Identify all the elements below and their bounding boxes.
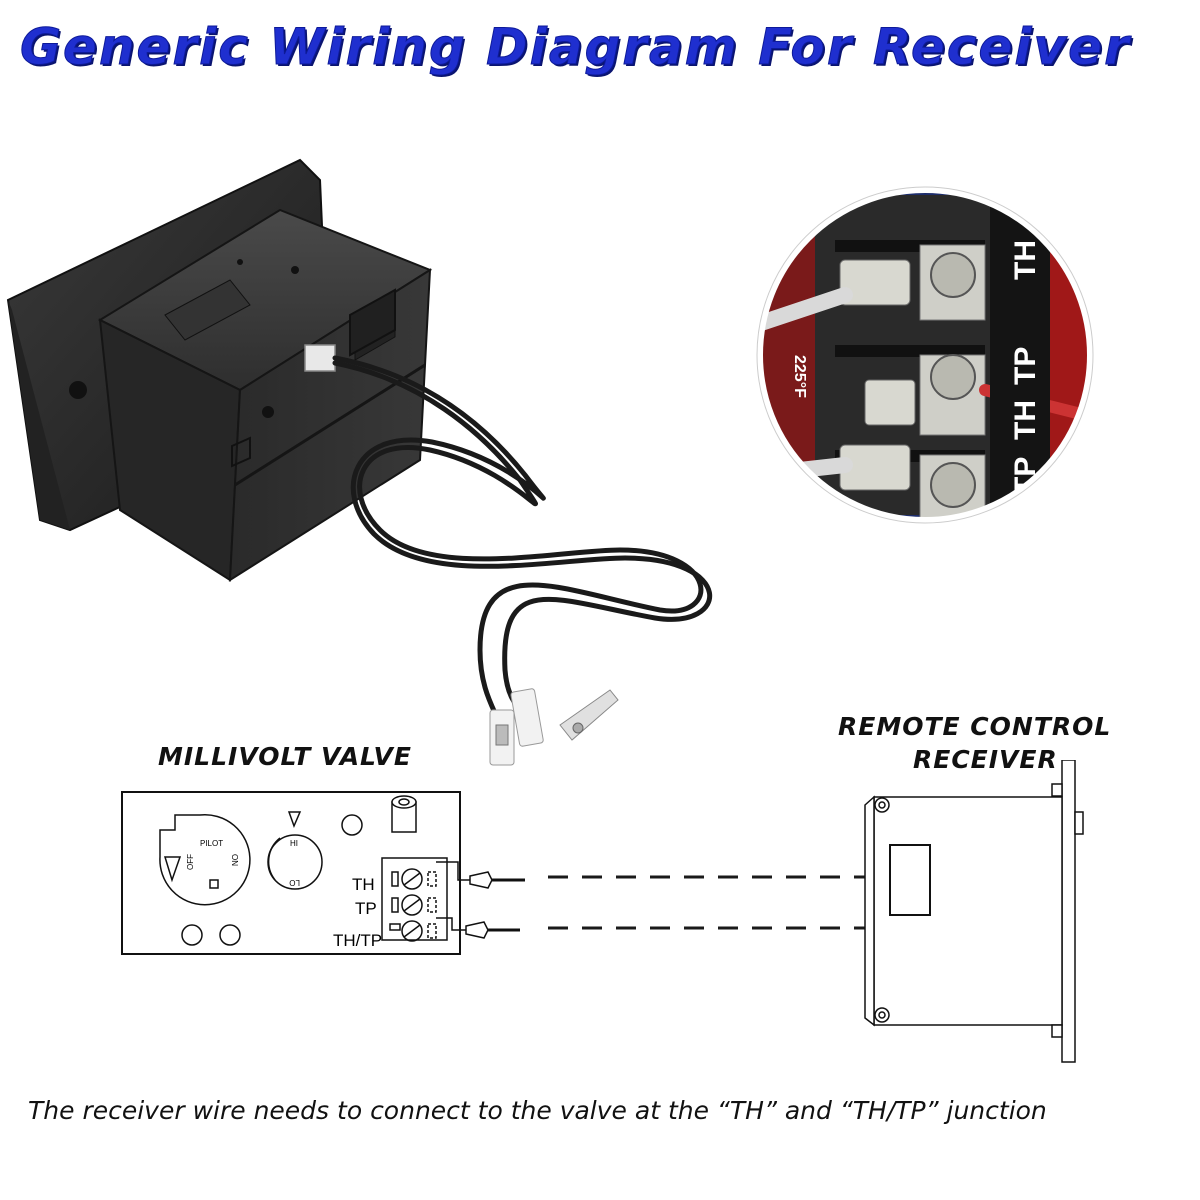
inset-label-tp-1: TP <box>1009 347 1042 385</box>
valve-mount-hole-left <box>181 924 203 946</box>
terminal-block-inset: TH TP TH TP 225°F <box>756 186 1094 524</box>
valve-mount-hole-right <box>219 924 241 946</box>
receiver-window <box>889 844 931 916</box>
receiver-heading-line2: RECEIVER <box>913 745 1058 774</box>
pilot-off-label: OFF <box>186 854 195 870</box>
valve-terminals <box>381 857 448 942</box>
pilot-tube-fitting <box>391 795 417 833</box>
pilot-on-label: ON <box>230 854 239 866</box>
inset-label-th-1: TH <box>1009 240 1042 280</box>
dashed-wires <box>548 875 865 930</box>
inset-temperature-label: 225°F <box>791 355 808 398</box>
terminal-label-tp: TP <box>355 899 377 918</box>
wire-terminals <box>489 688 619 766</box>
pilot-knob <box>159 813 251 906</box>
terminal-label-th: TH <box>352 875 375 894</box>
wiring-diagram: PILOT OFF ON HI LO TH TP TH/TP <box>121 760 1084 1063</box>
valve-heading: MILLIVOLT VALVE <box>158 742 412 771</box>
remote-receiver-body <box>864 760 1084 1063</box>
valve-port-circle <box>341 814 363 836</box>
pilot-label: PILOT <box>200 839 223 848</box>
inset-label-th-2: TH <box>1009 400 1042 440</box>
receiver-heading-line1: REMOTE CONTROL <box>838 712 1112 741</box>
caption: The receiver wire needs to connect to th… <box>28 1096 1047 1125</box>
flame-adjust-knob <box>267 811 323 890</box>
flame-lo-label: LO <box>289 878 300 887</box>
receiver-product-photo <box>6 158 713 766</box>
page-title: Generic Wiring Diagram For Receiver <box>20 18 1131 77</box>
connector-leads <box>436 861 525 939</box>
flame-hi-label: HI <box>290 839 298 848</box>
terminal-label-th-tp: TH/TP <box>333 931 382 950</box>
wire-harness <box>332 355 713 728</box>
wire-connector <box>304 344 336 372</box>
